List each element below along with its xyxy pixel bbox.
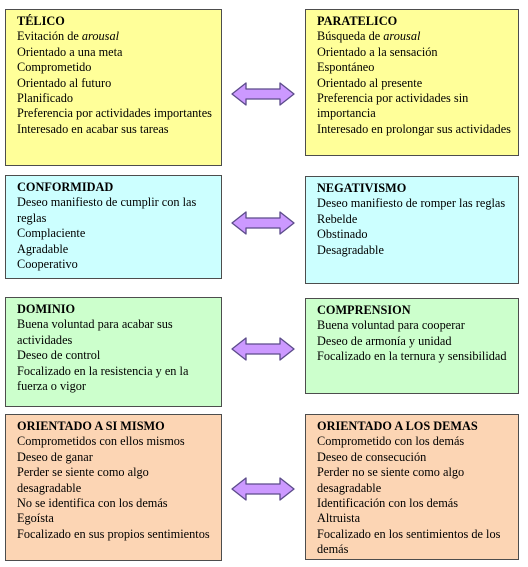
trait-item: Preferencia por actividades importantes [17, 106, 212, 121]
trait-item: Deseo de armonía y unidad [317, 333, 452, 348]
trait-item: Búsqueda de arousal [317, 29, 421, 44]
box-negativismo: NEGATIVISMO Deseo manifiesto de romper l… [305, 176, 519, 284]
trait-item: Buena voluntad para cooperar [317, 318, 465, 333]
trait-item: Perder no se siente como algo desagradab… [317, 465, 465, 495]
trait-item: Comprometido con los demás [317, 434, 465, 449]
box-conformidad: CONFORMIDAD Deseo manifiesto de cumplir … [5, 175, 222, 279]
trait-item: Orientado a una meta [17, 44, 123, 59]
trait-item: Buena voluntad para acabar sus actividad… [17, 317, 173, 347]
trait-item: Deseo de ganar [17, 449, 93, 464]
trait-item: Complaciente [17, 226, 86, 241]
trait-item: Orientado al presente [317, 75, 423, 90]
trait-item: Comprometidos con ellos mismos [17, 434, 185, 449]
trait-item: Focalizado en sus propios sentimientos [17, 526, 210, 541]
trait-item: Desagradable [317, 242, 384, 257]
box-title: PARATELICO [317, 14, 398, 28]
box-title: ORIENTADO A SI MISMO [17, 419, 165, 433]
trait-item: Focalizado en los sentimientos de los de… [317, 526, 501, 557]
trait-item: Focalizado en la ternura y sensibilidad [317, 349, 507, 364]
box-orientado-a-los-demas: ORIENTADO A LOS DEMAS Comprometido con l… [305, 414, 519, 560]
trait-item: Preferencia por actividades sin importan… [317, 91, 469, 121]
trait-item: Identificación con los demás [317, 496, 459, 511]
trait-item: Deseo manifiesto de cumplir con las regl… [17, 195, 197, 225]
box-title: TÉLICO [17, 14, 65, 28]
double-arrow-icon [231, 477, 295, 501]
trait-list: Buena voluntad para acabar sus actividad… [17, 317, 215, 394]
trait-item: Deseo manifiesto de romper las reglas [317, 196, 506, 211]
trait-item: Orientado al futuro [17, 75, 112, 90]
trait-item: Obstinado [317, 227, 368, 242]
trait-item: Egoísta [17, 511, 54, 526]
double-arrow-icon [231, 211, 295, 235]
box-title: CONFORMIDAD [17, 180, 114, 194]
trait-item: Rebelde [317, 211, 358, 226]
trait-item: Planificado [17, 91, 74, 106]
double-arrow-icon [231, 337, 295, 361]
box-title: DOMINIO [17, 302, 76, 316]
trait-item: Cooperativo [17, 257, 78, 272]
trait-item: Comprometido [17, 60, 92, 75]
box-title: ORIENTADO A LOS DEMAS [317, 419, 478, 433]
trait-item: Evitación de arousal [17, 29, 120, 44]
trait-item: Interesado en acabar sus tareas [17, 121, 169, 136]
box-dominio: DOMINIO Buena voluntad para acabar sus a… [5, 297, 222, 407]
box-comprension: COMPRENSION Buena voluntad para cooperar… [305, 298, 519, 394]
trait-item: Agradable [17, 241, 69, 256]
trait-item: Perder se siente como algo desagradable [17, 465, 149, 495]
trait-item: Altruista [317, 511, 361, 526]
trait-list: Deseo manifiesto de cumplir con las regl… [17, 195, 215, 272]
box-title: NEGATIVISMO [317, 181, 407, 195]
trait-item: Deseo de control [17, 348, 101, 363]
trait-item: Deseo de consecución [317, 449, 427, 464]
trait-item: Orientado a la sensación [317, 44, 438, 59]
double-arrow-icon [231, 82, 295, 106]
trait-item: Interesado en prolongar sus actividades [317, 121, 511, 136]
box-orientado-a-si-mismo: ORIENTADO A SI MISMO Comprometidos con e… [5, 414, 222, 561]
trait-item: Espontáneo [317, 60, 375, 75]
trait-item: No se identifica con los demás [17, 496, 168, 511]
trait-item: Focalizado en la resistencia y en la fue… [17, 363, 189, 394]
box-title: COMPRENSION [317, 303, 411, 317]
